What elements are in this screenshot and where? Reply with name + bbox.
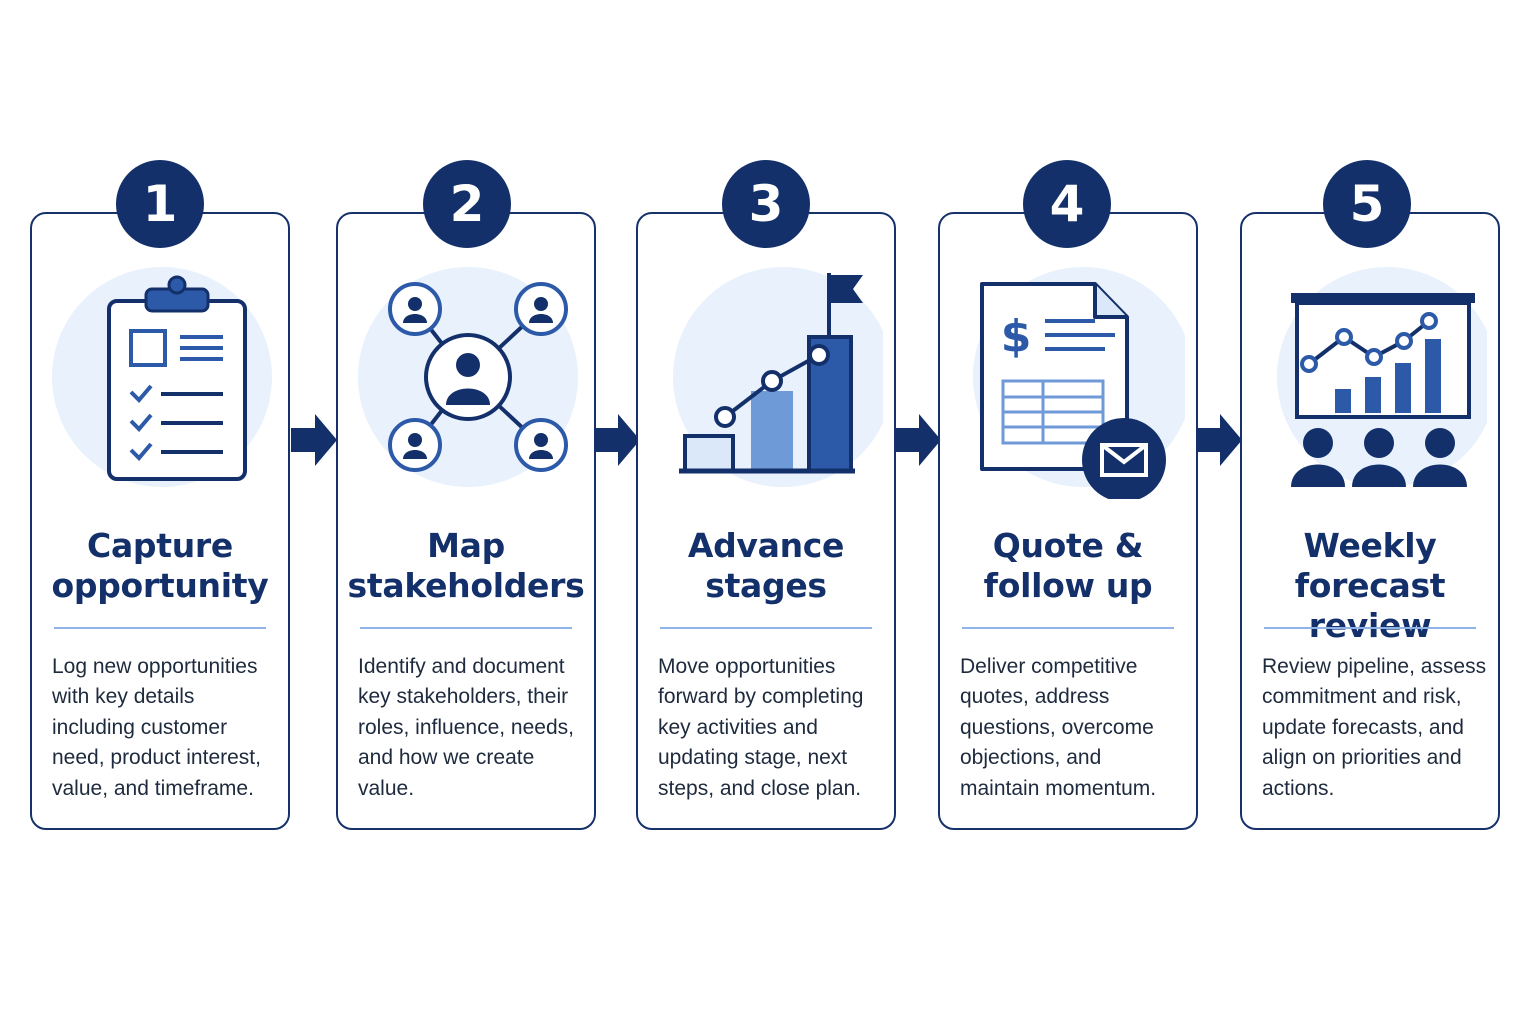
step-number-badge: 1 [116,160,204,248]
step-description: Log new opportunities with key details i… [52,655,261,800]
arrow-right-icon [895,412,941,468]
svg-text:$: $ [1001,311,1032,362]
divider [360,627,572,629]
step-description: Review pipeline, assess commitment and r… [1262,655,1487,800]
step-number-badge: 3 [722,160,810,248]
quote-document-email-icon: $ [955,259,1185,499]
step-description: Identify and document key stakeholders, … [358,655,574,800]
step-description: Deliver competitive quotes, address ques… [960,655,1157,800]
step-number-badge: 5 [1323,160,1411,248]
divider [54,627,266,629]
step-card-quote-follow-up: $ Quote &follow up Deliver competitive q… [938,212,1198,830]
divider [962,627,1174,629]
arrow-right-icon [291,412,337,468]
divider [660,627,872,629]
step-number-badge: 4 [1023,160,1111,248]
divider [1264,627,1476,629]
step-description: Move opportunities forward by completing… [658,655,864,800]
stakeholder-network-icon [353,259,583,499]
arrow-right-icon [594,412,640,468]
step-title: Quote &follow up [983,526,1153,605]
rising-bars-flag-icon [653,259,883,499]
clipboard-checklist-icon [47,259,277,499]
forecast-presentation-icon [1257,259,1487,499]
step-number-badge: 2 [423,160,511,248]
arrow-right-icon [1196,412,1242,468]
